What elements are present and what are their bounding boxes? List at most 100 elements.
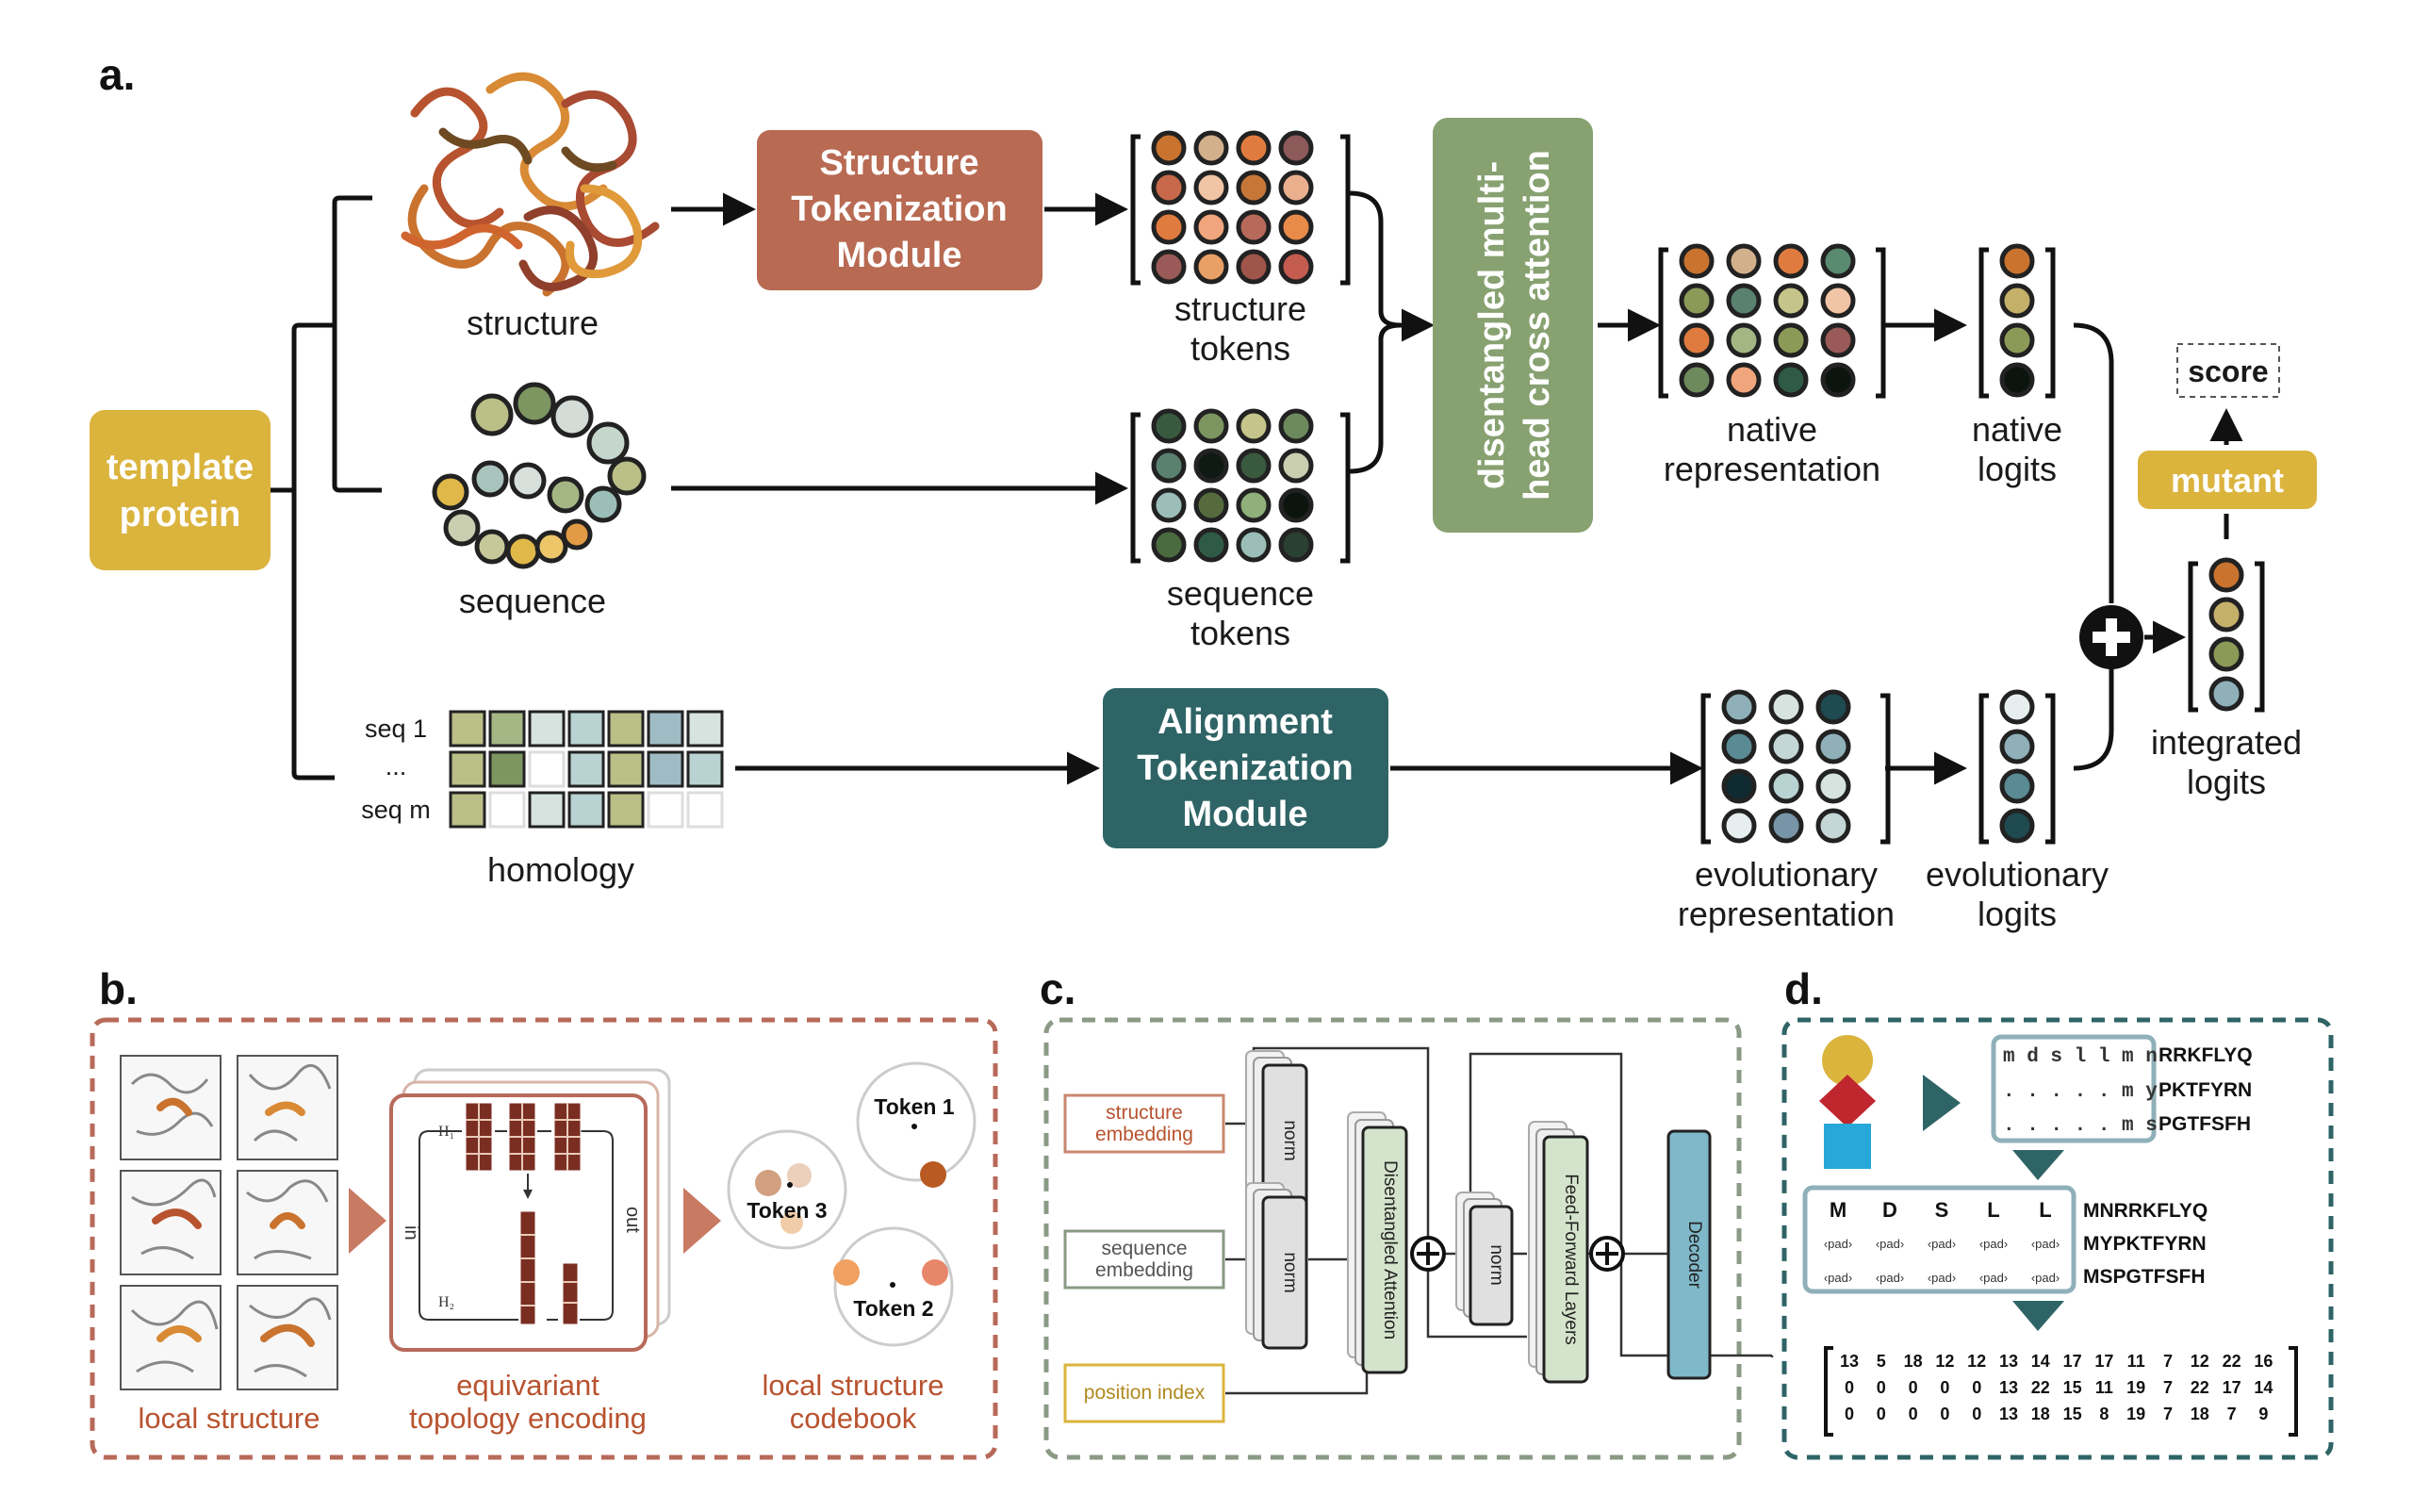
codebook-line2: codebook	[790, 1402, 917, 1435]
template-protein-line2: protein	[120, 495, 241, 534]
panel-c-frame	[1043, 1017, 1742, 1460]
matrix-cell: 11	[2095, 1378, 2113, 1397]
matrix-cell: 12	[1967, 1352, 1986, 1371]
diamond-shape-icon	[1819, 1075, 1876, 1127]
d-pad-r2-c2: ‹pad›	[1876, 1271, 1904, 1285]
attention-block: disentangled multi- head cross attention	[1433, 118, 1593, 533]
panel-b-arrow-1	[349, 1188, 386, 1254]
d-pad-r1-c5: ‹pad›	[2031, 1237, 2060, 1251]
matrix-cell: 14	[2254, 1378, 2273, 1397]
structure-module-line2: Tokenization	[791, 189, 1007, 229]
matrix-cell: 12	[1935, 1352, 1954, 1371]
sequence-embedding-line2: embedding	[1095, 1259, 1193, 1281]
d-tail2-row-2: MYPKTFYRN	[2083, 1233, 2207, 1255]
matrix-cell: 0	[1877, 1405, 1886, 1423]
matrix-cell: 18	[2031, 1405, 2050, 1423]
structure-image: structure	[401, 72, 660, 342]
encoder-out-label: out	[622, 1207, 643, 1233]
native-representation-line2: representation	[1664, 450, 1880, 488]
matrix-cell: 17	[2094, 1352, 2113, 1371]
d-header-M: M	[1830, 1198, 1847, 1222]
sequence-tokens-line2: tokens	[1190, 614, 1290, 652]
integrated-logits-column: integrated logits	[2151, 557, 2302, 801]
matrix-cell: 15	[2063, 1405, 2082, 1423]
evolutionary-logits-line1: evolutionary	[1926, 855, 2109, 894]
position-index-label: position index	[1084, 1382, 1206, 1404]
panel-d-shapes	[1819, 1035, 1961, 1169]
alignment-tokenization-module: Alignment Tokenization Module	[1103, 688, 1388, 848]
equivariant-encoder: in out H₁ H₂ equivariant topolo	[389, 1068, 671, 1435]
decoder-block: Decoder	[1666, 1129, 1712, 1380]
d-pad-r1-c3: ‹pad›	[1928, 1237, 1956, 1251]
integrated-logits-line1: integrated	[2151, 723, 2302, 762]
feed-forward-label: Feed-Forward Layers	[1561, 1174, 1581, 1345]
native-representation-line1: native	[1727, 410, 1817, 449]
mutant-box: mutant	[2138, 451, 2317, 509]
native-logits-column: native logits	[1972, 243, 2062, 488]
panel-label-a: a.	[99, 50, 135, 99]
branch-lines	[271, 195, 382, 781]
homology-msa: seq 1 ... seq m homology	[361, 710, 724, 889]
structure-tokenization-module: Structure Tokenization Module	[757, 130, 1042, 290]
d-header-S: S	[1935, 1198, 1949, 1222]
codebook-line1: local structure	[763, 1369, 944, 1402]
structure-module-line3: Module	[837, 236, 962, 275]
d-box1-row-2: . . . . . m y	[2003, 1081, 2158, 1103]
flow-arrows	[671, 190, 2243, 785]
decoder-label: Decoder	[1684, 1221, 1704, 1289]
structure-embedding-line2: embedding	[1095, 1124, 1193, 1145]
d-header-L2: L	[2039, 1198, 2051, 1222]
disentangled-attention-block: Disentangled Attention	[1347, 1111, 1408, 1374]
structure-tokens-line1: structure	[1174, 289, 1306, 328]
matrix-cell: 0	[1940, 1405, 1949, 1423]
native-logits-line1: native	[1972, 410, 2062, 449]
d-tail2-row-1: MNRRKFLYQ	[2083, 1200, 2208, 1222]
score-label: score	[2188, 354, 2268, 388]
matrix-cell: 19	[2126, 1405, 2145, 1423]
panel-label-d: d.	[1784, 964, 1823, 1013]
template-protein-line1: template	[107, 448, 254, 487]
norm-label-3: norm	[1486, 1244, 1506, 1285]
matrix-cell: 0	[1972, 1405, 1981, 1423]
position-index-box: position index	[1063, 1363, 1225, 1423]
integrated-logits-line2: logits	[2187, 763, 2266, 801]
matrix-cell: 0	[1909, 1405, 1918, 1423]
attention-line2: head cross attention	[1518, 150, 1557, 501]
panel-b-arrow-2	[683, 1188, 721, 1254]
matrix-cell: 0	[1972, 1378, 1981, 1397]
matrix-cell: 17	[2223, 1378, 2241, 1397]
matrix-cell: 0	[1877, 1378, 1886, 1397]
structure-label: structure	[467, 304, 599, 342]
matrix-cell: 7	[2163, 1352, 2173, 1371]
matrix-cell: 22	[2191, 1378, 2209, 1397]
sequence-tokens-line1: sequence	[1167, 574, 1314, 613]
evolutionary-representation-line2: representation	[1678, 895, 1895, 933]
plus-icon-c-1	[1410, 1236, 1446, 1272]
structure-tokens-grid: structure tokens	[1130, 130, 1351, 368]
down-arrow-icon-1	[2012, 1150, 2064, 1180]
sequence-embedding-box: sequence embedding	[1063, 1229, 1225, 1290]
circle-shape-icon	[1822, 1035, 1873, 1086]
seq-row-1-label: seq 1	[365, 715, 427, 743]
matrix-cell: 15	[2063, 1378, 2082, 1397]
matrix-cell: 0	[1909, 1378, 1918, 1397]
norm-block-1: norm	[1245, 1050, 1308, 1218]
matrix-cell: 11	[2127, 1352, 2145, 1371]
structure-embedding-box: structure embedding	[1063, 1093, 1225, 1154]
d-header-L1: L	[1987, 1198, 1999, 1222]
equivariant-line1: equivariant	[456, 1369, 599, 1402]
d-tail1-row-1: RRKFLYQ	[2159, 1044, 2253, 1066]
sequence-beads: sequence	[432, 382, 647, 620]
disentangled-attention-label: Disentangled Attention	[1380, 1160, 1400, 1339]
matrix-cell: 8	[2099, 1405, 2109, 1423]
structure-codebook: Token 1 Token 3 Token 2 local structure …	[727, 1061, 977, 1435]
native-logits-line2: logits	[1978, 450, 2057, 488]
matrix-cell: 22	[2223, 1352, 2241, 1371]
matrix-cell: 7	[2163, 1378, 2173, 1397]
matrix-cell: 13	[1840, 1352, 1859, 1371]
attention-line1: disentangled multi-	[1472, 161, 1512, 489]
square-shape-icon	[1824, 1124, 1871, 1169]
panel-label-c: c.	[1040, 964, 1075, 1013]
